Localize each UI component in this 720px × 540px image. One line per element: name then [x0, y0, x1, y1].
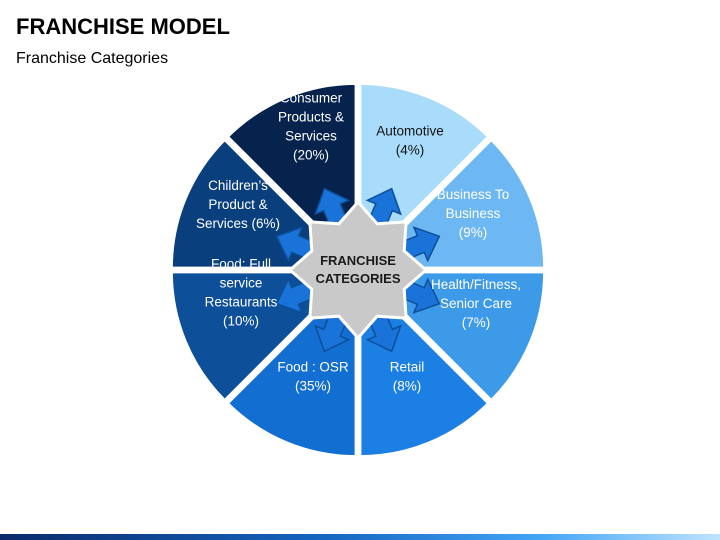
segment-2-label-line-3: (9%)	[459, 225, 488, 240]
segment-6	[169, 270, 358, 403]
segment-3-label-line-2: Senior Care	[440, 296, 512, 311]
segment-8-label-line-2: Products &	[278, 110, 344, 125]
segment-6-label-line-3: Restaurants	[205, 295, 278, 310]
segment-1	[358, 81, 491, 270]
segment-2	[358, 137, 547, 270]
segment-6-label-line-4: (10%)	[223, 314, 259, 329]
hub-label-line2: CATEGORIES	[316, 271, 401, 286]
segment-5-label-line-2: (35%)	[295, 379, 331, 394]
segment-1-label-line-2: (4%)	[396, 143, 425, 158]
segment-8	[225, 81, 358, 270]
segment-8-label-line-1: Consumer	[280, 91, 343, 106]
segment-4-label-line-1: Retail	[390, 360, 425, 375]
segment-5-label-line-1: Food : OSR	[277, 360, 349, 375]
segment-2-label-line-2: Business	[446, 206, 501, 221]
segment-4-label-line-2: (8%)	[393, 379, 422, 394]
segments-layer	[169, 81, 547, 459]
page-subtitle: Franchise Categories	[16, 50, 169, 67]
segment-2-label-line-1: Business To	[437, 187, 510, 202]
segment-6-label-line-2: service	[220, 276, 263, 291]
segment-7	[169, 137, 358, 270]
bottom-accent-bar	[0, 534, 720, 540]
hub-octagon-shape	[287, 199, 429, 341]
segment-3-label-line-1: Health/Fitness,	[431, 277, 521, 292]
segment-7-label-line-3: Services (6%)	[196, 216, 280, 231]
segment-8-label-line-4: (20%)	[293, 148, 329, 163]
segment-3	[358, 270, 547, 403]
hub: FRANCHISE CATEGORIES	[287, 199, 429, 341]
segment-6-label-line-1: Food: Full	[211, 257, 271, 272]
segment-1-label-line-1: Automotive	[376, 124, 444, 139]
segment-5	[225, 270, 358, 459]
segment-3-label-line-3: (7%)	[462, 315, 491, 330]
segment-8-label-line-3: Services	[285, 129, 337, 144]
segment-4	[358, 270, 491, 459]
page-title: FRANCHISE MODEL	[16, 14, 230, 39]
segment-7-label-line-1: Children’s	[208, 178, 268, 193]
hub-label-line1: FRANCHISE	[320, 253, 396, 268]
segment-7-label-line-2: Product &	[208, 197, 267, 212]
labels-layer: Automotive (4%) Business To Business (9%) Hea…	[196, 91, 521, 394]
